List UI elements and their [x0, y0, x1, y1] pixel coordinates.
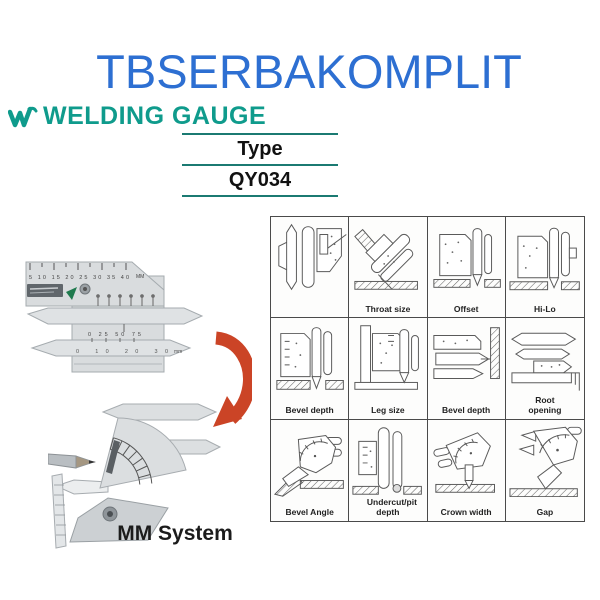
green-marker: [66, 287, 77, 300]
gauge-photo-bottom: [48, 403, 222, 549]
throat-size-diagram: [354, 228, 419, 290]
crown-width-diagram: [432, 431, 495, 493]
bevel-angle-diagram: [273, 434, 344, 497]
cell-label: Bevel depth: [442, 404, 491, 415]
diagram-cell: Throat size: [349, 217, 428, 319]
store-title: TBSERBAKOMPLIT: [96, 45, 522, 98]
diagram-cell: Bevel depth: [271, 318, 350, 420]
gauge-photo-top: 5 10 15 20 25 30 35 40 MM 0 25 50 75 0 1…: [25, 261, 204, 373]
diagram-cell: Crown width: [428, 419, 506, 521]
diagram-cell: Hi-Lo: [505, 217, 584, 319]
brand-plate: [27, 284, 63, 297]
bottom-scale-unit: mm: [174, 349, 182, 355]
spec-header: Type: [182, 135, 338, 166]
hi-lo-diagram: [509, 227, 580, 291]
cell-label: Offset: [453, 303, 479, 314]
leg-size-diagram: [354, 325, 420, 391]
cell-label: Gap: [536, 507, 554, 518]
brand-row: WELDING GAUGE: [8, 102, 266, 131]
spec-table: Type QY034: [182, 133, 338, 197]
diagram-cell: [271, 217, 350, 319]
offset-diagram: [432, 228, 501, 288]
cell-label: Throat size: [365, 303, 411, 314]
rotate-arrow-icon: [213, 331, 252, 427]
cell-label: Bevel Angle: [285, 507, 334, 518]
pencil: [48, 453, 96, 469]
bevel-depth-vertical-diagram: [276, 327, 344, 391]
ruler-unit-text: MM: [136, 274, 144, 280]
mid-scale-text: 0 25 50 75: [88, 332, 144, 338]
diagram-grid: Throat size Offset: [270, 216, 585, 522]
diagram-cell: Undercut/pit depth: [349, 419, 428, 521]
cell-label: Undercut/pit depth: [366, 497, 417, 518]
bevel-depth-horizontal-diagram: [432, 327, 500, 380]
spec-value: QY034: [182, 166, 338, 197]
cell-label: Bevel depth: [285, 404, 334, 415]
vernier-band: [106, 440, 120, 474]
diagram-cell: Bevel depth: [427, 318, 506, 420]
gap-diagram: [509, 426, 582, 497]
ruler-scale-text: 5 10 15 20 25 30 35 40: [29, 275, 129, 281]
diagram-cell: Gap: [506, 420, 584, 521]
undercut-pit-depth-diagram: [352, 426, 423, 495]
diagram-cell: Leg size: [349, 318, 428, 420]
diagram-cell: Offset: [427, 217, 506, 319]
cell-label: Hi-Lo: [534, 303, 556, 314]
diagram-cell: Root opening: [505, 318, 584, 420]
root-opening-diagram: [510, 333, 580, 392]
cell-label: Root opening: [528, 395, 562, 415]
photo-caption: MM System: [117, 522, 233, 545]
cell-label: Crown width: [440, 507, 492, 518]
gauge-overview-diagram: [278, 223, 347, 291]
brand-w-logo-icon: [8, 106, 38, 127]
product-name: WELDING GAUGE: [43, 102, 267, 130]
diagram-cell: Bevel Angle: [271, 419, 350, 521]
cell-label: Leg size: [371, 404, 405, 415]
